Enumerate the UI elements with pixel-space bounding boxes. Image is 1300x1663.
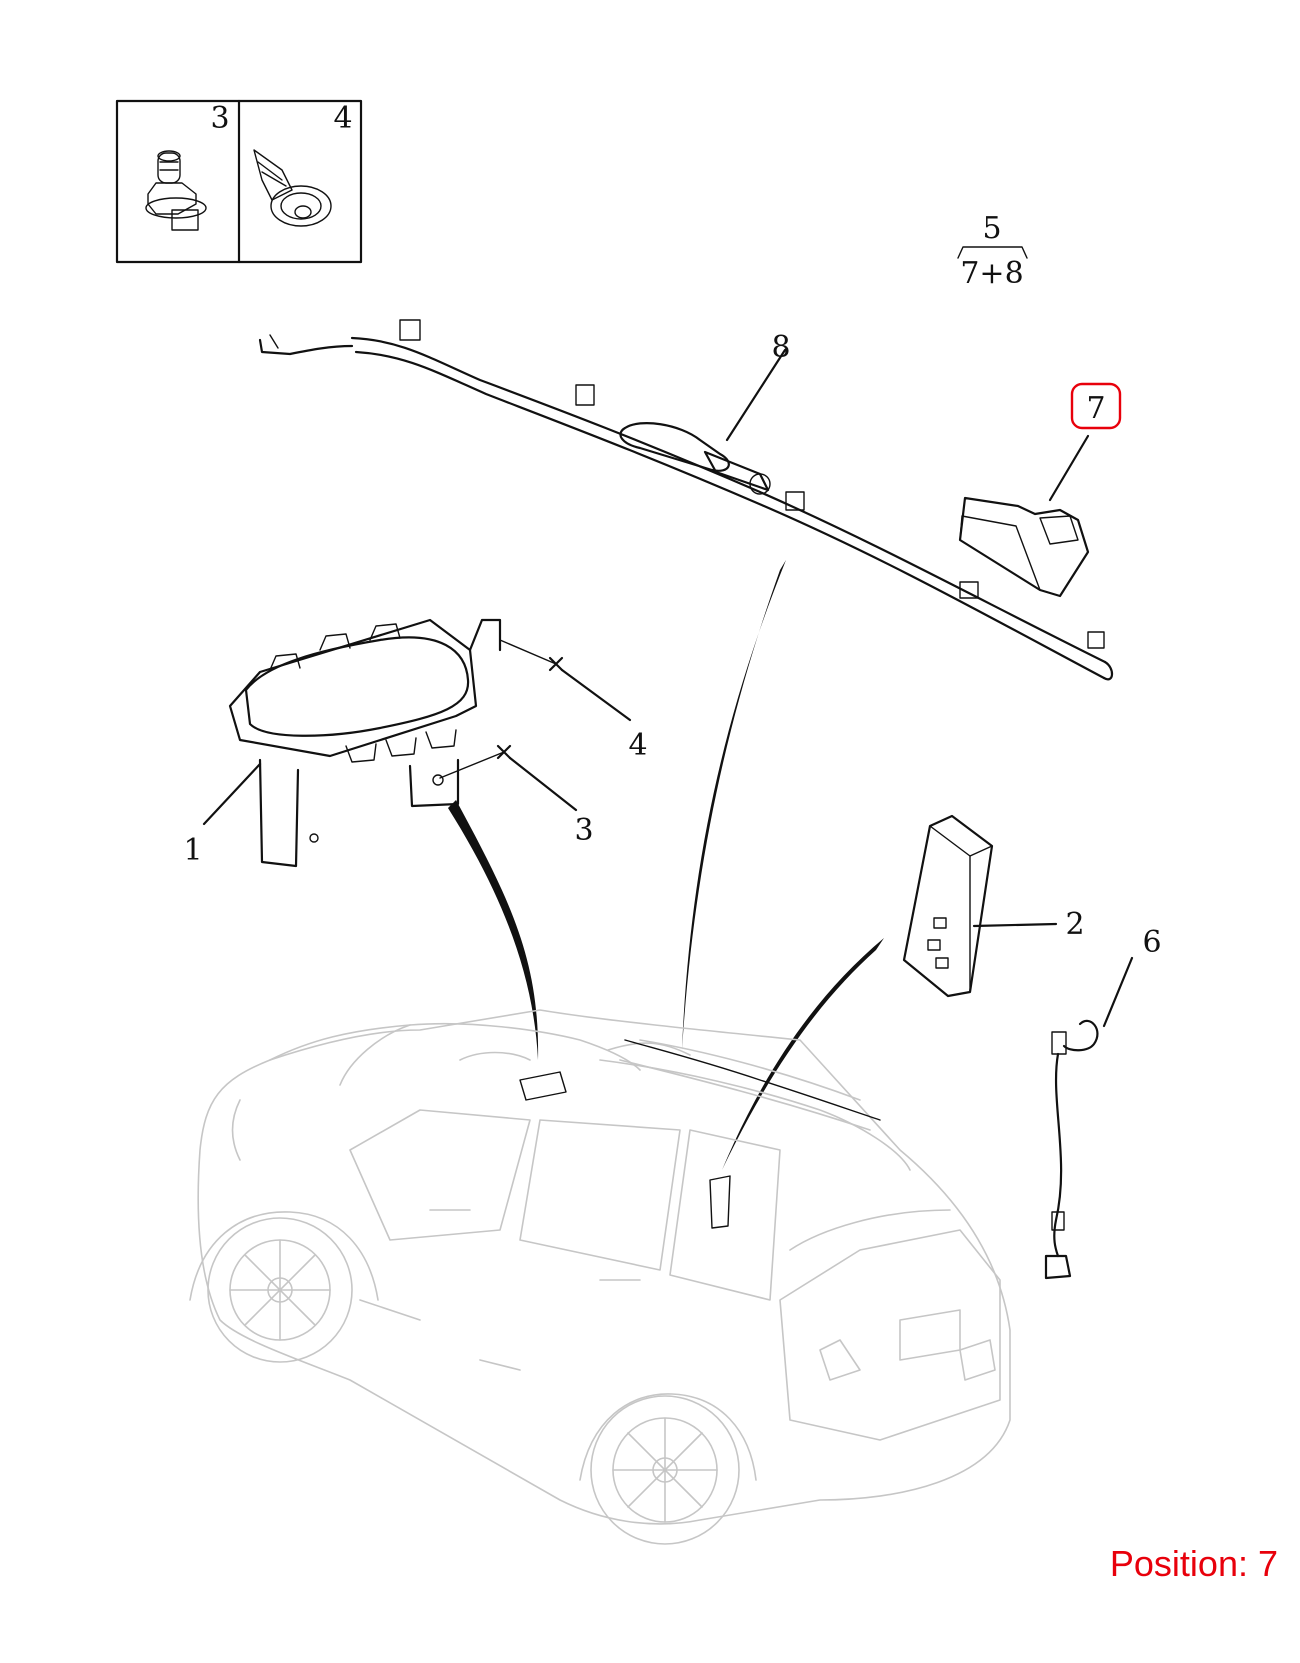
passenger-airbag: 1 4 3 — [183, 618, 648, 868]
curtain-airbag: 8 — [258, 319, 1114, 681]
callout-5-subparts: 7+8 — [960, 256, 1023, 291]
clip-icon — [253, 149, 332, 227]
airbag-module-2: 2 — [902, 814, 1085, 998]
callout-4[interactable]: 4 — [628, 728, 647, 763]
callout-5-group: 5 7+8 — [957, 211, 1028, 291]
callout-8[interactable]: 8 — [771, 330, 790, 365]
position-label: Position: 7 — [1109, 1543, 1278, 1584]
callout-7[interactable]: 7 — [1086, 391, 1105, 426]
fastener-inset: 3 4 — [115, 99, 363, 264]
callout-2[interactable]: 2 — [1065, 907, 1084, 942]
callout-6[interactable]: 6 — [1142, 925, 1161, 960]
callout-3[interactable]: 3 — [574, 813, 593, 848]
sensor-harness-6: 6 — [1044, 925, 1162, 1280]
bolt-icon — [145, 150, 207, 231]
callout-5[interactable]: 5 — [982, 211, 1001, 246]
callout-4-inset[interactable]: 4 — [333, 101, 352, 136]
callout-7-highlight — [1070, 382, 1122, 430]
callout-1[interactable]: 1 — [183, 833, 202, 868]
part-7-bracket: 7 — [958, 382, 1122, 598]
leader-swoops — [448, 560, 884, 1170]
vehicle-outline — [189, 1009, 1011, 1545]
callout-3-inset[interactable]: 3 — [210, 101, 229, 136]
